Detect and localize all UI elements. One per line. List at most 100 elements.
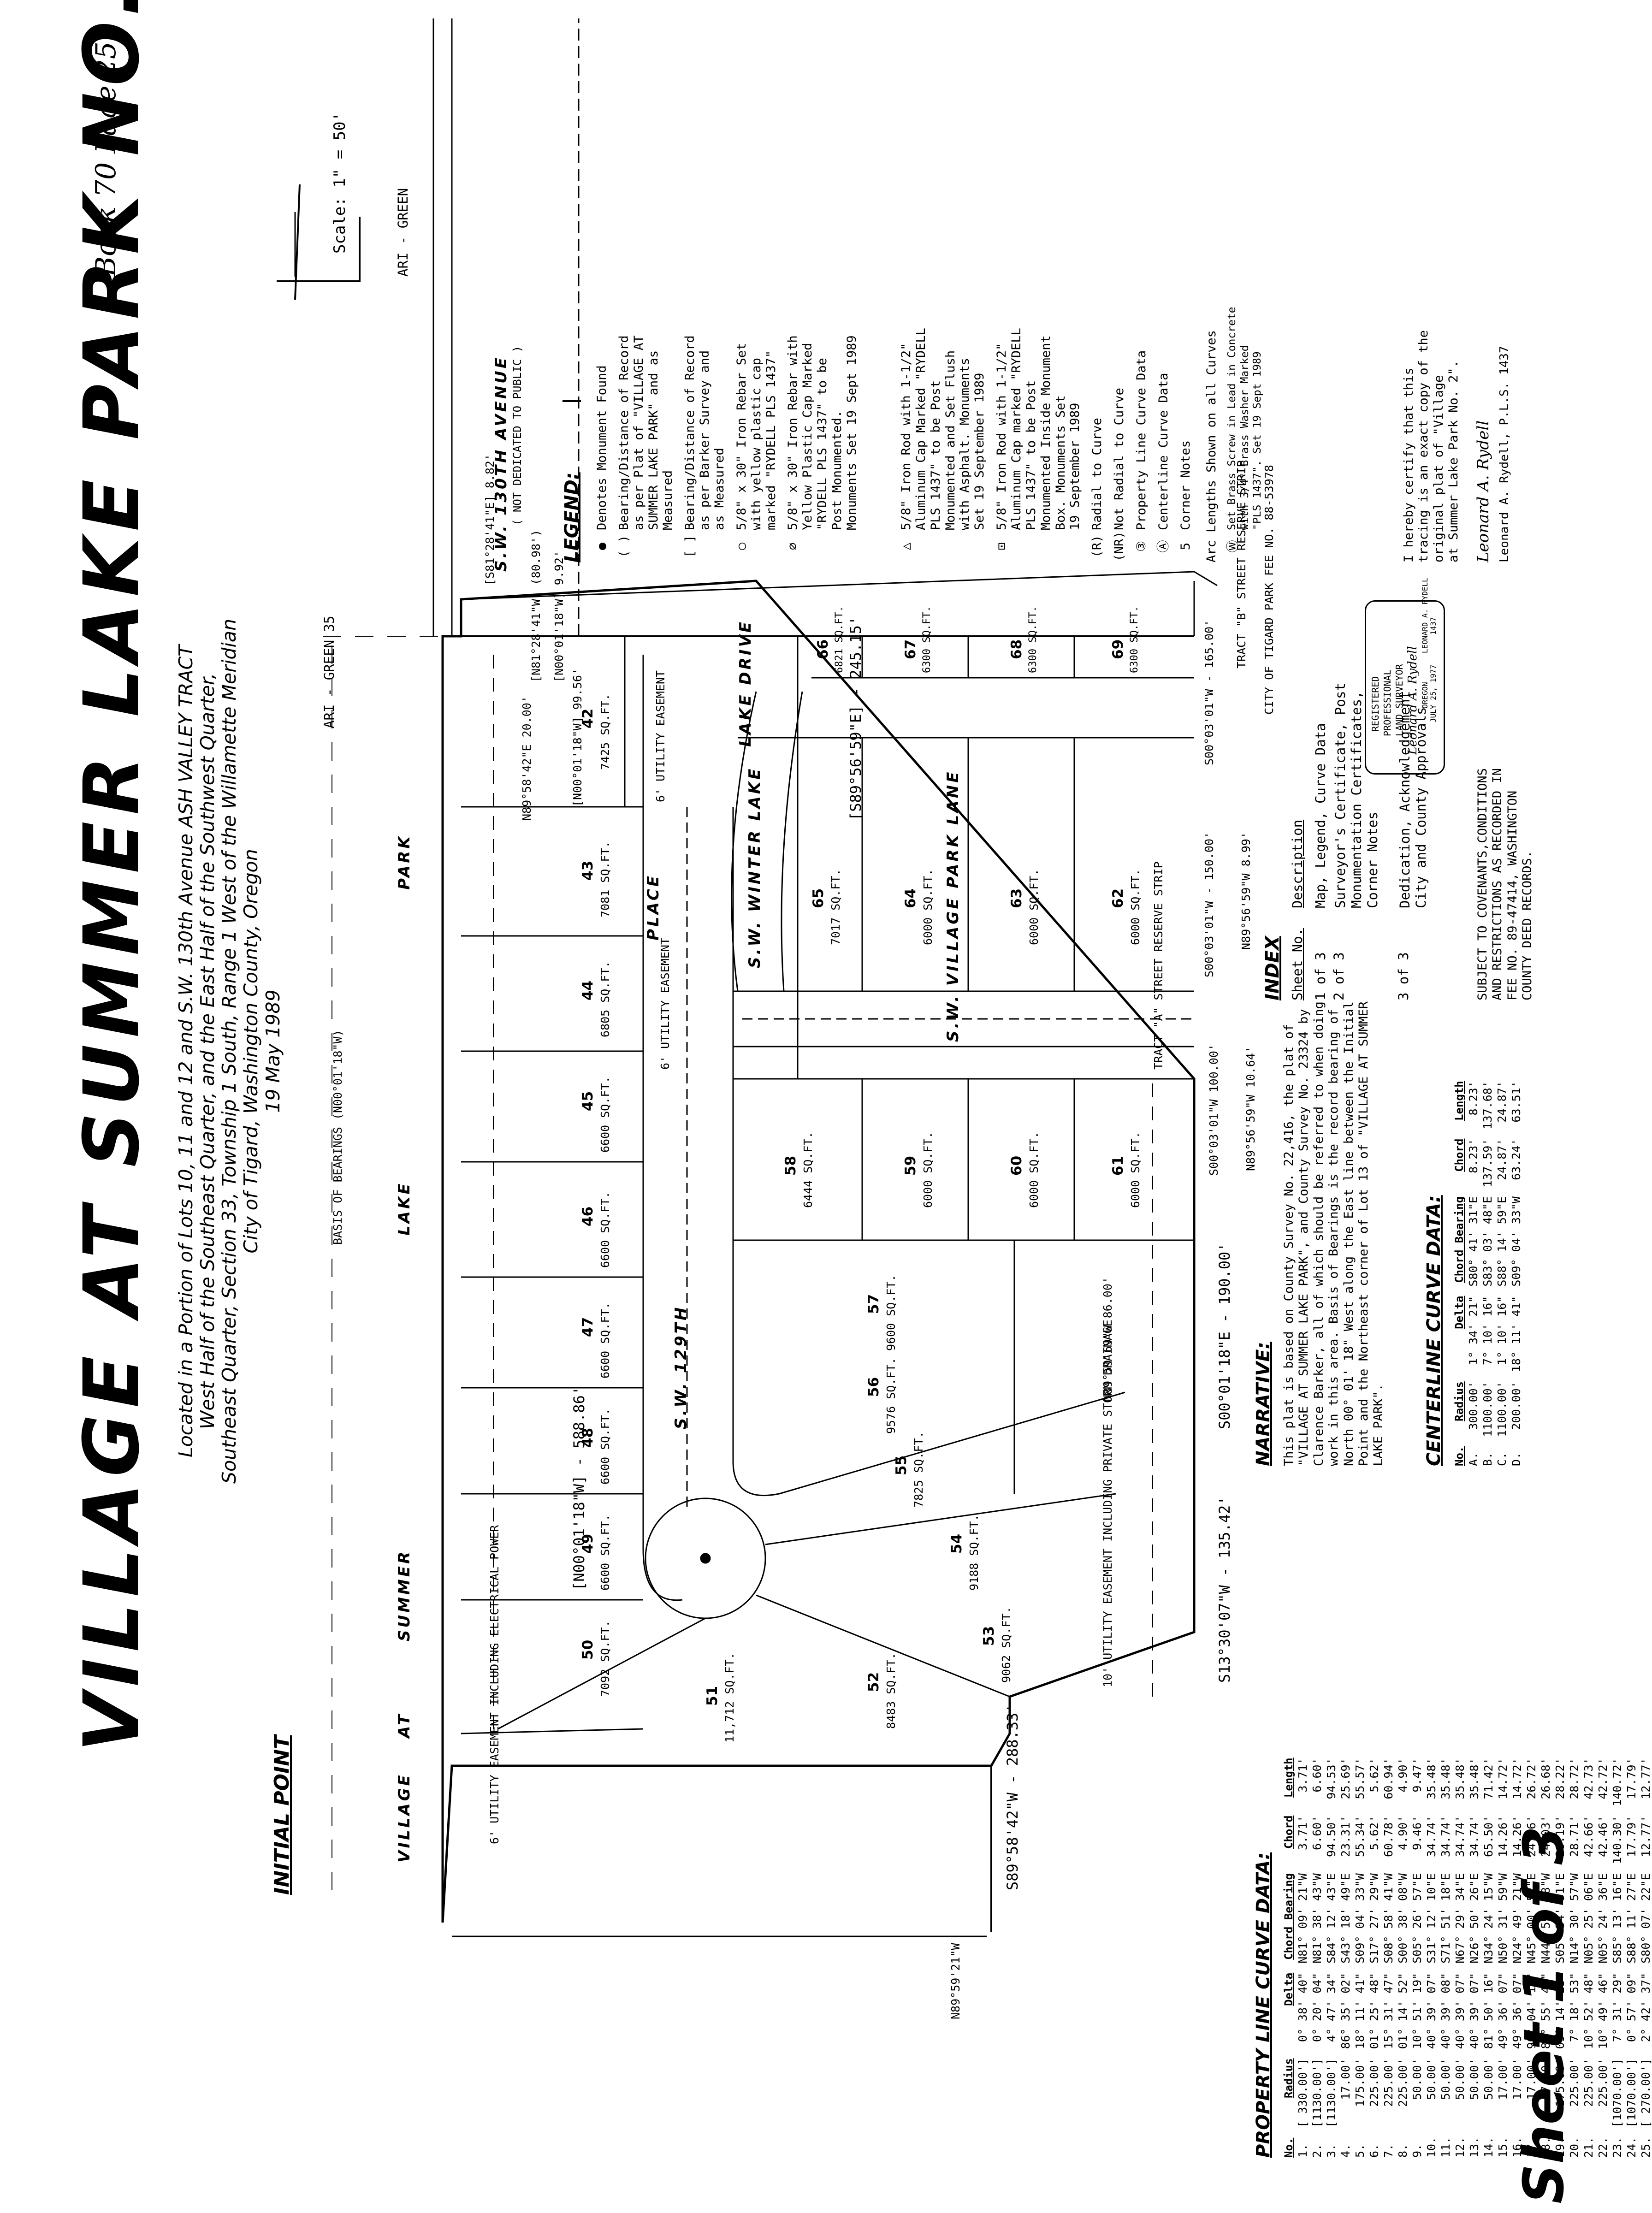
lot-47-area: 6600 SQ.FT. bbox=[598, 1302, 612, 1379]
table-cell: 7° 31' 29" bbox=[1611, 1972, 1624, 2042]
table-cell: N81° 09' 21"W bbox=[1296, 1873, 1309, 1964]
table-cell: 175.00' bbox=[1553, 2058, 1567, 2107]
table-cell: 60.78' bbox=[1382, 1815, 1395, 1858]
legend-list-2: △5/8" Iron Rod with 1-1/2" Aluminum Cap … bbox=[899, 18, 1271, 562]
table-cell: 0° 20' 04" bbox=[1310, 1972, 1324, 2042]
lot-68-number: 68 bbox=[1008, 639, 1025, 659]
table-cell: 34.74' bbox=[1439, 1815, 1452, 1858]
table-cell: 86° 35' 02" bbox=[1339, 1972, 1352, 2049]
table-cell: 5.62' bbox=[1368, 1815, 1381, 1850]
index-header-sheet: Sheet No. bbox=[1290, 928, 1305, 1000]
legend-item: △5/8" Iron Rod with 1-1/2" Aluminum Cap … bbox=[899, 18, 987, 562]
legend-item: (R)Radial to Curve bbox=[1090, 18, 1105, 562]
table-cell: 14.72' bbox=[1496, 1757, 1510, 1799]
lot-56-number: 56 bbox=[865, 1377, 882, 1397]
table-cell: 3. bbox=[1325, 2143, 1338, 2158]
lot-69-number: 69 bbox=[1110, 639, 1126, 659]
legend-text: Property Line Curve Data bbox=[1134, 350, 1149, 530]
centerline-curve-title: CENTERLINE CURVE DATA: bbox=[1423, 1195, 1445, 1466]
table-cell: S08° 58' 41"W bbox=[1382, 1873, 1395, 1964]
lot-59-area: 6000 SQ.FT. bbox=[921, 1131, 935, 1208]
table-cell: 1° 34' 21" bbox=[1467, 1296, 1480, 1366]
table-cell: 63.51' bbox=[1510, 1081, 1523, 1123]
table-cell: 10° 51' 19" bbox=[1410, 1972, 1424, 2049]
table-cell: 11. bbox=[1439, 2136, 1452, 2158]
table-cell: 17.00' bbox=[1510, 2058, 1524, 2100]
lot-64-number: 64 bbox=[902, 888, 919, 908]
table-cell: 50.00' bbox=[1410, 2058, 1424, 2100]
table-cell: 7° 10' 16" bbox=[1481, 1296, 1494, 1366]
lot-56-area: 9576 SQ.FT. bbox=[884, 1357, 898, 1434]
table-cell: 09° 14' 23" bbox=[1553, 1972, 1567, 2049]
call-c-100: S00°03'01"W 100.00' bbox=[1207, 1044, 1220, 1176]
table-cell: 137.68' bbox=[1481, 1081, 1494, 1130]
table-cell: 89° 55' 41" bbox=[1539, 1972, 1552, 2049]
lot-58-area: 6444 SQ.FT. bbox=[801, 1131, 815, 1208]
property-curve-title: PROPERTY LINE CURVE DATA: bbox=[1253, 1852, 1274, 2158]
lot-51-area: 11,712 SQ.FT. bbox=[723, 1652, 736, 1743]
subtitle-line-5: 19 May 1989 bbox=[261, 989, 284, 1113]
lot-59-number: 59 bbox=[902, 1155, 919, 1176]
lot-58-number: 58 bbox=[782, 1155, 799, 1176]
call-bottom-135: S13°30'07"W - 135.42' bbox=[1216, 1496, 1233, 1683]
table-cell: 1100.00' bbox=[1495, 1381, 1509, 1437]
table-cell: [ 330.00'] bbox=[1296, 2058, 1309, 2128]
legend-text: 5/8" x 30" Iron Rebar with Yellow Plasti… bbox=[786, 335, 859, 530]
table-cell: 20. bbox=[1568, 2136, 1581, 2158]
legend-symbol: △ bbox=[899, 542, 913, 550]
call-east-main: [S89°56'59"E] - 245.15' bbox=[847, 616, 864, 821]
legend-text: Not Radial to Curve bbox=[1112, 388, 1127, 530]
table-cell: 17.00' bbox=[1525, 2058, 1538, 2100]
table-cell: 34.74' bbox=[1468, 1815, 1481, 1858]
lot-68-area: 6300 SQ.FT. bbox=[1027, 606, 1039, 673]
table-cell: 71.42' bbox=[1482, 1757, 1495, 1799]
winter-lake-place-south bbox=[781, 691, 803, 992]
table-cell: 34.74' bbox=[1453, 1815, 1467, 1858]
lot-43-area: 7081 SQ.FT. bbox=[598, 841, 612, 917]
legend-text: Corner Notes bbox=[1178, 440, 1193, 530]
legend-text: Centerline Curve Data bbox=[1156, 373, 1171, 530]
old-plat-park: PARK bbox=[395, 834, 414, 890]
table-cell: 94.53' bbox=[1325, 1757, 1338, 1799]
table-header-row: No. Radius Delta Chord Bearing Chord Len… bbox=[1282, 1753, 1296, 2162]
table-cell: 25. bbox=[1639, 2136, 1652, 2158]
table-cell: S83° 03' 48"E bbox=[1481, 1196, 1494, 1287]
table-cell: 24.03' bbox=[1539, 1815, 1552, 1858]
table-cell: S80° 07' 22"E bbox=[1639, 1873, 1652, 1964]
table-cell: 10° 52' 48" bbox=[1582, 1972, 1595, 2049]
table-cell: N45° 00' 52"E bbox=[1525, 1873, 1538, 1964]
lot-54-number: 54 bbox=[948, 1533, 965, 1554]
sw129-south-line bbox=[732, 807, 780, 1497]
index-desc-2: Surveyor's Certificate, Post Monumentati… bbox=[1332, 683, 1380, 908]
table-cell: 6. bbox=[1368, 2143, 1381, 2158]
col-header: Radius bbox=[1282, 2058, 1295, 2099]
scale-note: Scale: 1" = 50' bbox=[331, 112, 349, 254]
call-west-54: N89°59'21"W bbox=[949, 1943, 962, 2019]
lot-48-number: 48 bbox=[580, 1427, 596, 1448]
stamp-line: LEONARD A. RYDELL bbox=[1421, 578, 1429, 653]
call-c-150: S00°03'01"W - 150.00' bbox=[1202, 831, 1216, 977]
table-cell: S85° 13' 16"E bbox=[1611, 1873, 1624, 1964]
ari-green: ARI - GREEN bbox=[395, 188, 411, 277]
table-cell: 28.71' bbox=[1568, 1815, 1581, 1858]
table-cell: 225.00' bbox=[1368, 2058, 1381, 2107]
table-cell: 24.06' bbox=[1525, 1815, 1538, 1858]
legend-arc-note: Arc Lengths Shown on all Curves bbox=[1204, 18, 1219, 562]
call-n8958: N89°58'42"E 20.00' bbox=[520, 696, 533, 821]
table-cell: 17.00' bbox=[1339, 2058, 1352, 2100]
table-cell: N50° 31' 59"W bbox=[1496, 1873, 1510, 1964]
legend-item: ⌀5/8" x 30" Iron Rebar with Yellow Plast… bbox=[786, 18, 859, 562]
table-cell: 200.00' bbox=[1510, 1381, 1523, 1430]
table-cell: 8.23' bbox=[1467, 1138, 1480, 1173]
call-top-main: [N00°01'18"W] - 588.86' bbox=[570, 1386, 588, 1591]
table-cell: 8.23' bbox=[1467, 1081, 1480, 1116]
